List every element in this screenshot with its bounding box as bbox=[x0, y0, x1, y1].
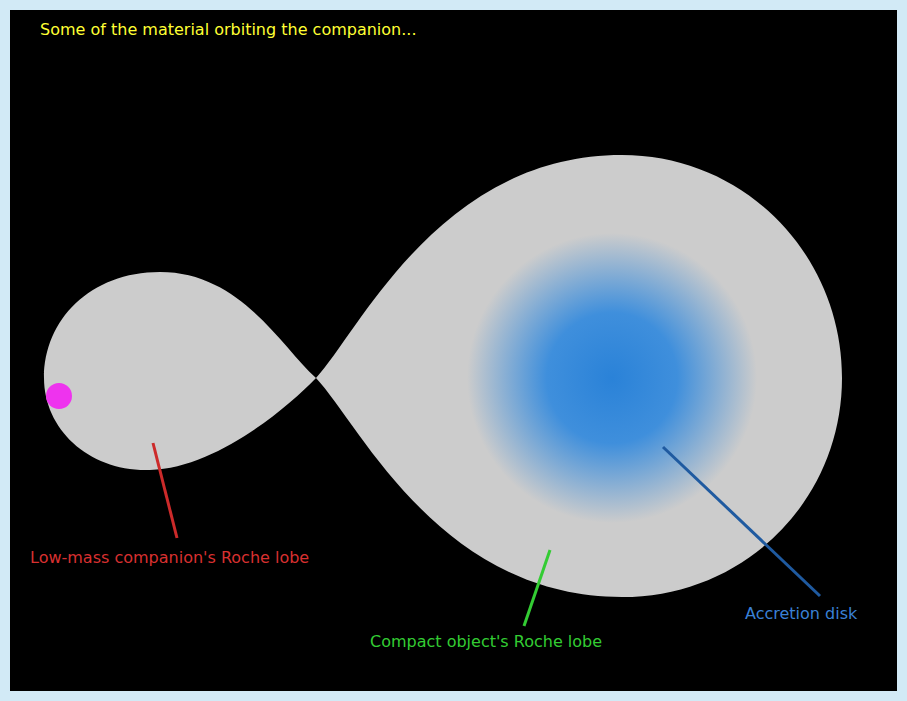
callout-label: Accretion disk bbox=[745, 604, 857, 624]
accretion-disk bbox=[467, 233, 757, 523]
leader-line bbox=[153, 443, 177, 538]
callout-label: Compact object's Roche lobe bbox=[370, 632, 602, 652]
leader-line bbox=[663, 447, 820, 596]
leader-line bbox=[524, 550, 550, 626]
roche-lobe-illustration bbox=[10, 10, 897, 691]
companion-star bbox=[46, 383, 72, 409]
callout-label: Low-mass companion's Roche lobe bbox=[30, 548, 309, 568]
compact-object-roche-lobe bbox=[316, 155, 842, 597]
companion-roche-lobe bbox=[44, 272, 316, 470]
caption-text: Some of the material orbiting the compan… bbox=[40, 20, 417, 40]
black-ground: Some of the material orbiting the compan… bbox=[10, 10, 897, 691]
